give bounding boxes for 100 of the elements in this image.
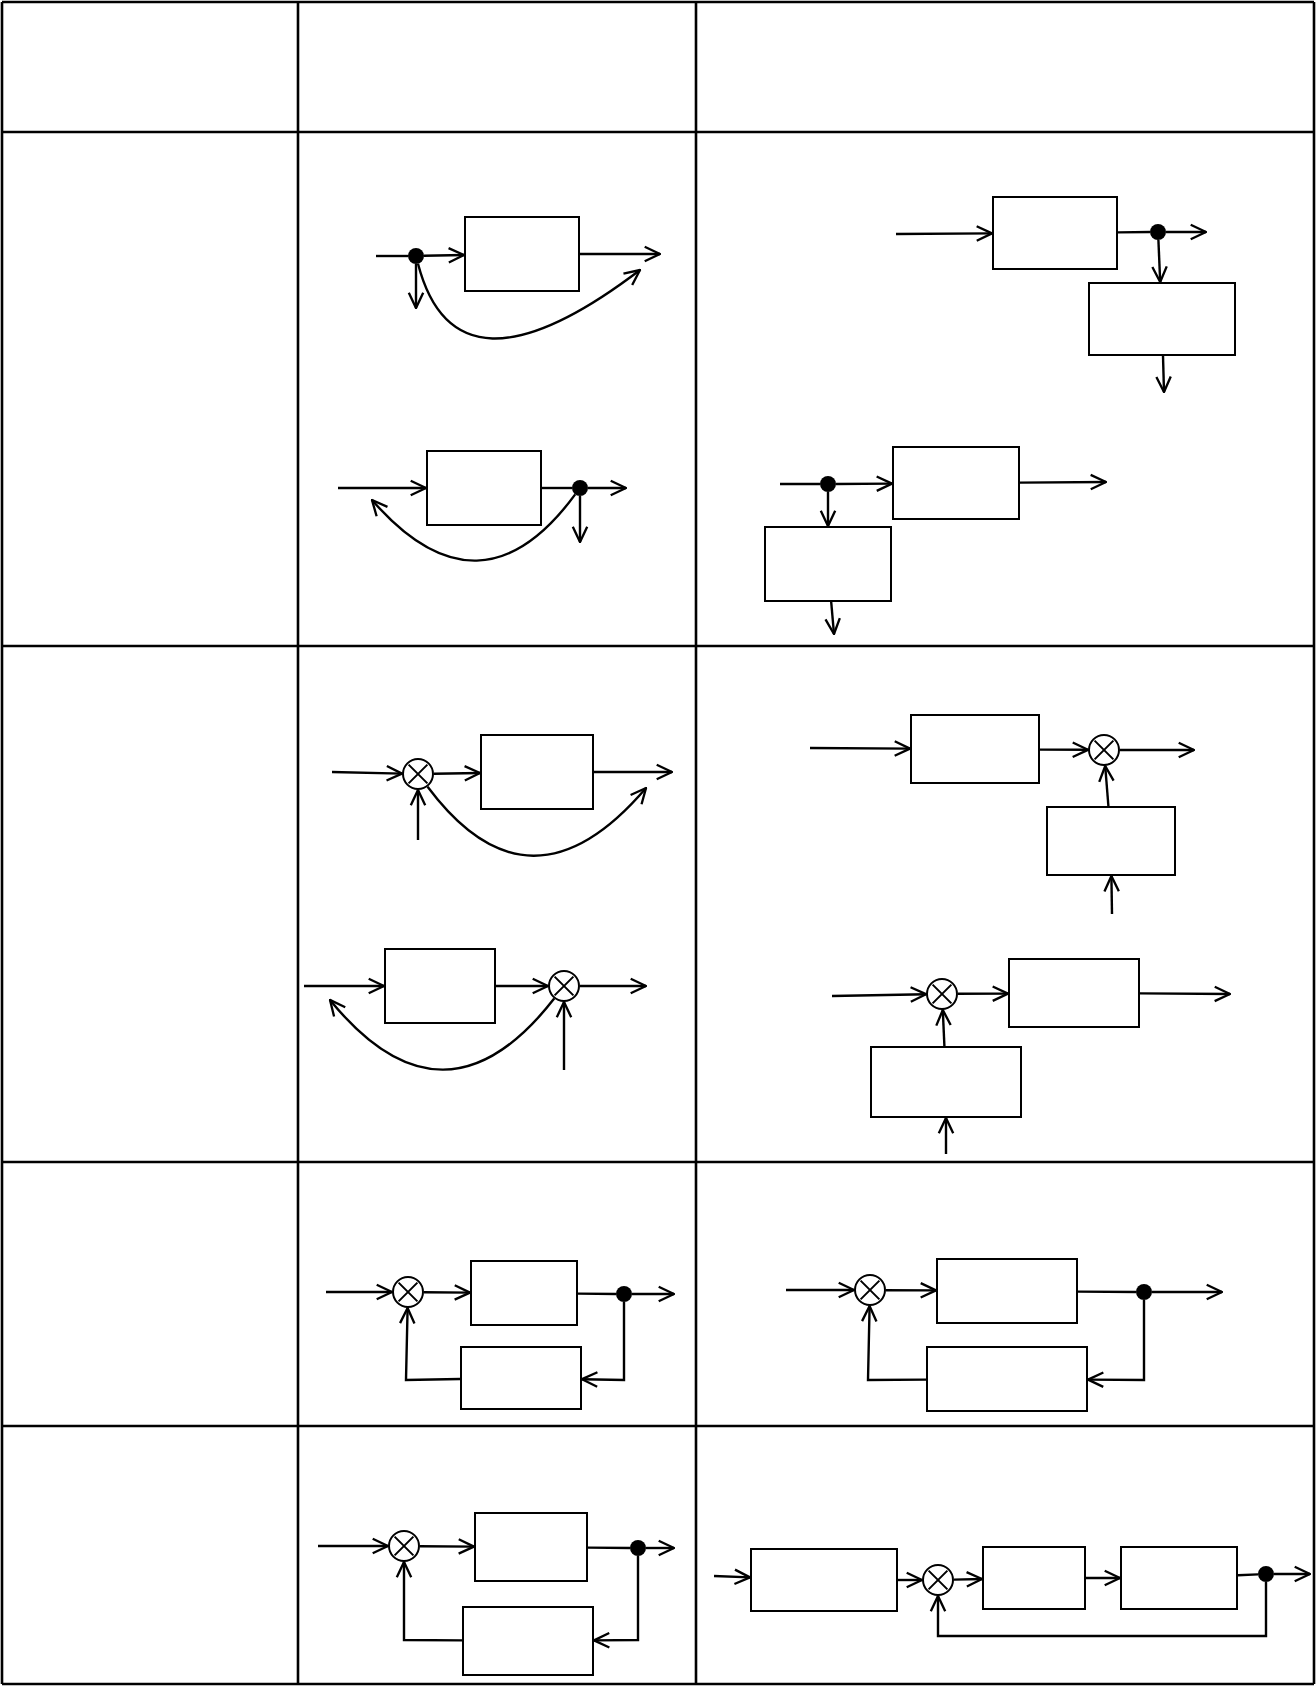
- arrow: [935, 1008, 952, 1047]
- arrow: [331, 764, 404, 782]
- block-box: [474, 1512, 588, 1582]
- block-box: [1088, 282, 1236, 356]
- arrow: [786, 1281, 856, 1299]
- arrow: [896, 225, 994, 242]
- arrow: [958, 985, 1010, 1003]
- junction-dot: [408, 248, 424, 264]
- block-box: [1046, 806, 1176, 876]
- block-box: [480, 734, 594, 810]
- arrow: [555, 1000, 573, 1070]
- arrow: [424, 1284, 472, 1301]
- connector-line: [1078, 1290, 1136, 1294]
- block-box: [460, 1346, 582, 1410]
- block-box: [982, 1546, 1086, 1610]
- curved-arrow: [328, 997, 556, 1071]
- summing-junction: [854, 1274, 886, 1306]
- arrow: [594, 763, 674, 781]
- arrow: [1274, 1565, 1312, 1583]
- arrow: [398, 1306, 461, 1382]
- arrow: [395, 1560, 462, 1642]
- block-box: [936, 1258, 1078, 1324]
- curved-arrow: [416, 263, 642, 340]
- arrow: [580, 1302, 626, 1388]
- junction-dot: [820, 476, 836, 492]
- arrow: [1040, 741, 1090, 759]
- block-box: [870, 1046, 1022, 1118]
- arrow: [1155, 355, 1172, 394]
- junction-dot: [630, 1540, 646, 1556]
- arrow: [304, 977, 386, 995]
- arrow: [929, 1582, 1268, 1638]
- summing-junction: [922, 1564, 954, 1596]
- block-box: [910, 714, 1040, 784]
- summing-junction: [1088, 734, 1120, 766]
- arrow: [713, 1568, 752, 1586]
- curved-arrow: [426, 786, 648, 857]
- arrow: [1086, 1569, 1122, 1587]
- arrow: [836, 475, 894, 493]
- block-box: [750, 1548, 898, 1612]
- curved-arrow: [370, 493, 577, 562]
- arrow: [953, 1570, 984, 1588]
- arrow: [819, 492, 837, 528]
- arrow: [580, 245, 662, 263]
- block-box: [892, 446, 1020, 520]
- arrow: [632, 1285, 676, 1303]
- arrow: [1120, 741, 1196, 759]
- arrow: [937, 1116, 955, 1154]
- summing-junction: [388, 1530, 420, 1562]
- arrow: [580, 977, 648, 995]
- arrow: [338, 479, 428, 497]
- arrow: [1152, 1283, 1224, 1301]
- arrow: [1086, 1300, 1146, 1389]
- block-box: [926, 1346, 1088, 1412]
- arrow: [592, 1556, 640, 1649]
- block-box: [992, 196, 1118, 270]
- arrow: [318, 1537, 390, 1555]
- arrow: [860, 1304, 926, 1382]
- connector-line: [376, 254, 408, 258]
- arrow: [1151, 239, 1168, 284]
- arrow: [409, 788, 427, 840]
- arrow: [1103, 874, 1120, 915]
- arrow: [420, 1538, 476, 1555]
- arrow: [646, 1539, 676, 1557]
- arrow: [1098, 764, 1115, 807]
- junction-dot: [1150, 224, 1166, 240]
- summing-junction: [402, 758, 434, 790]
- arrow: [831, 986, 928, 1003]
- arrow: [898, 1571, 924, 1589]
- connector-line: [588, 1546, 630, 1550]
- arrow: [496, 977, 550, 995]
- connector-line: [780, 482, 820, 486]
- junction-dot: [616, 1286, 632, 1302]
- arrow: [886, 1281, 938, 1299]
- arrow: [433, 764, 482, 782]
- arrow: [810, 740, 912, 757]
- junction-dot: [1258, 1566, 1274, 1582]
- connector-line: [1118, 230, 1150, 234]
- arrow: [407, 264, 425, 310]
- block-box: [464, 216, 580, 292]
- summing-junction: [926, 978, 958, 1010]
- junction-dot: [572, 480, 588, 496]
- block-box: [764, 526, 892, 602]
- connector-line: [1237, 1573, 1259, 1577]
- arrow: [1166, 223, 1208, 241]
- block-box: [426, 450, 542, 526]
- arrow: [423, 246, 466, 264]
- arrow: [326, 1283, 394, 1301]
- block-box: [470, 1260, 578, 1326]
- arrow: [824, 601, 841, 636]
- arrow: [1140, 985, 1232, 1003]
- block-box: [462, 1606, 594, 1676]
- arrow: [1020, 473, 1108, 491]
- arrow: [571, 496, 589, 544]
- connector-line: [542, 486, 572, 490]
- block-box: [1120, 1546, 1238, 1610]
- summing-junction: [548, 970, 580, 1002]
- junction-dot: [1136, 1284, 1152, 1300]
- connector-line: [578, 1292, 616, 1296]
- block-box: [384, 948, 496, 1024]
- summing-junction: [392, 1276, 424, 1308]
